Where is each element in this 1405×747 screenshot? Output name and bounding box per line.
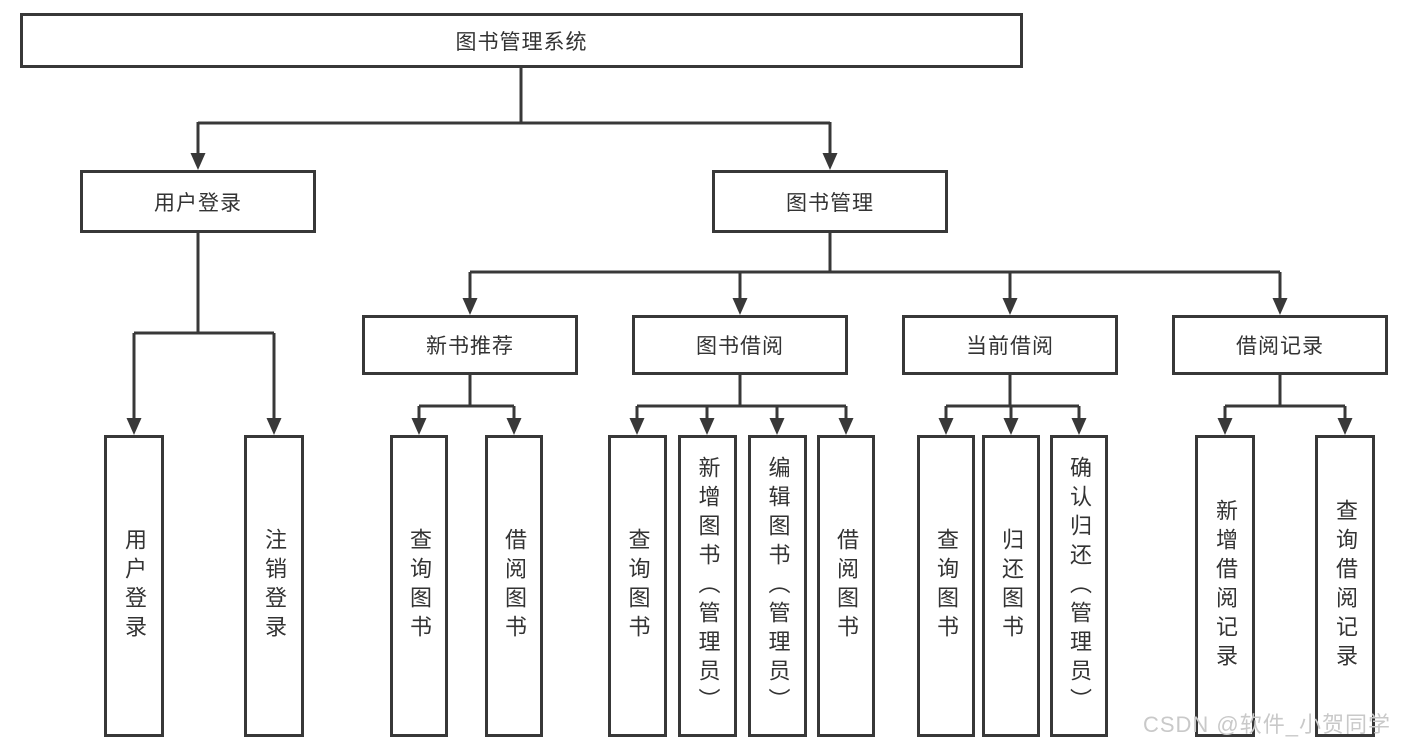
node-book-borrow-label: 图书借阅: [696, 335, 784, 358]
leaf-current-query-book-label: 查询图书: [934, 528, 959, 644]
node-new-book-recommend: 新书推荐: [362, 315, 578, 375]
leaf-recommend-query-book-label: 查询图书: [407, 528, 432, 644]
leaf-logout-label: 注销登录: [262, 528, 287, 644]
node-new-book-recommend-label: 新书推荐: [426, 335, 514, 358]
node-user-login: 用户登录: [80, 170, 316, 233]
leaf-add-borrow-record: 新增借阅记录: [1195, 435, 1255, 737]
node-book-borrow: 图书借阅: [632, 315, 848, 375]
leaf-return-book-label: 归还图书: [999, 528, 1024, 644]
leaf-edit-book-admin: 编辑图书（管理员）: [748, 435, 807, 737]
leaf-user-login: 用户登录: [104, 435, 164, 737]
leaf-query-borrow-record: 查询借阅记录: [1315, 435, 1375, 737]
leaf-query-borrow-record-label: 查询借阅记录: [1333, 499, 1358, 673]
leaf-borrow-query-book-label: 查询图书: [625, 528, 651, 644]
csdn-watermark: CSDN @软件_小贺同学: [1142, 712, 1391, 737]
leaf-logout: 注销登录: [244, 435, 304, 737]
leaf-recommend-query-book: 查询图书: [390, 435, 448, 737]
node-borrow-records-label: 借阅记录: [1236, 335, 1324, 358]
leaf-confirm-return-admin: 确认归还（管理员）: [1050, 435, 1108, 737]
node-user-login-label: 用户登录: [154, 191, 242, 215]
node-borrow-records: 借阅记录: [1172, 315, 1388, 375]
leaf-confirm-return-admin-label: 确认归还（管理员）: [1067, 455, 1092, 717]
leaf-return-book: 归还图书: [982, 435, 1040, 737]
leaf-recommend-borrow-book: 借阅图书: [485, 435, 543, 737]
leaf-recommend-borrow-book-label: 借阅图书: [502, 528, 527, 644]
leaf-add-borrow-record-label: 新增借阅记录: [1213, 499, 1238, 673]
leaf-add-book-admin-label: 新增图书（管理员）: [695, 455, 721, 717]
leaf-borrow-query-book: 查询图书: [608, 435, 667, 737]
leaf-current-query-book: 查询图书: [917, 435, 975, 737]
leaf-add-book-admin: 新增图书（管理员）: [678, 435, 737, 737]
leaf-borrow-book-label: 借阅图书: [834, 528, 859, 644]
node-book-management: 图书管理: [712, 170, 948, 233]
node-current-borrow: 当前借阅: [902, 315, 1118, 375]
node-root-system: 图书管理系统: [20, 13, 1023, 68]
node-root-system-label: 图书管理系统: [455, 30, 588, 54]
leaf-edit-book-admin-label: 编辑图书（管理员）: [765, 455, 791, 717]
node-current-borrow-label: 当前借阅: [966, 335, 1054, 358]
leaf-borrow-book: 借阅图书: [817, 435, 875, 737]
node-book-management-label: 图书管理: [786, 191, 874, 215]
leaf-user-login-label: 用户登录: [122, 528, 147, 644]
